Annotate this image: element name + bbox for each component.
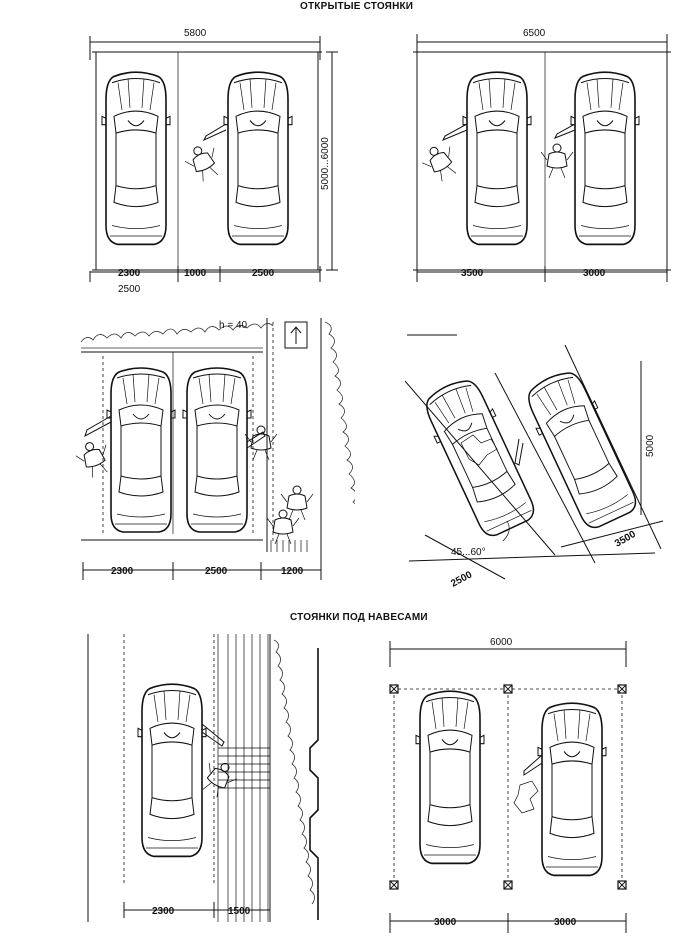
column-icon <box>617 880 627 890</box>
dim-right-width: 3000 <box>583 268 606 279</box>
dim-walk-width: 1200 <box>281 566 304 577</box>
angle-label: 45...60° <box>451 547 486 558</box>
column-icon <box>389 684 399 694</box>
dim-stall-depth: 3500 <box>613 529 638 550</box>
dim-walk-width: 1500 <box>228 906 251 917</box>
panel-covered-columns: 6000 3000 3000 <box>378 635 668 945</box>
dim-left-width: 3000 <box>434 917 457 928</box>
panel-open-wide-stalls: 6500 3500 3000 <box>405 20 680 290</box>
dim-left-width-alt: 2500 <box>118 284 141 295</box>
hedge-icon <box>80 323 274 349</box>
column-icon <box>503 880 513 890</box>
hedge-icon <box>273 639 315 905</box>
car-topview-icon <box>537 702 607 877</box>
column-icon <box>503 684 513 694</box>
dim-stall-width: 2500 <box>449 569 474 589</box>
person-icon <box>195 755 242 802</box>
person-icon <box>513 780 539 814</box>
car-topview-icon <box>518 363 645 535</box>
dim-right-width: 2500 <box>252 268 275 279</box>
car-topview-icon <box>223 71 293 246</box>
dim-width-total: 5800 <box>184 28 207 39</box>
car-topview-icon <box>101 71 171 246</box>
car-topview-icon <box>182 367 252 533</box>
person-icon <box>72 436 116 481</box>
person-icon <box>460 434 498 466</box>
dim-width-total: 6500 <box>523 28 546 39</box>
hedge-icon <box>324 321 359 517</box>
car-topview-icon <box>415 690 485 865</box>
dim-width-total: 6000 <box>490 637 513 648</box>
dim-right-width: 3000 <box>554 917 577 928</box>
person-icon <box>181 140 226 186</box>
person-icon <box>540 143 574 179</box>
column-icon <box>617 684 627 694</box>
dim-depth: 5000...6000 <box>320 137 331 190</box>
dim-left-width: 2300 <box>118 268 141 279</box>
dim-depth: 5000 <box>645 434 656 457</box>
heading-open-parking: ОТКРЫТЫЕ СТОЯНКИ <box>300 1 414 12</box>
panel-open-two-stalls: 5800 5000...6000 2300 1000 2500 2500 <box>80 20 350 305</box>
person-icon <box>280 485 314 521</box>
panel-sidewalk-parking: h = 40 2300 2500 1200 <box>72 312 359 587</box>
car-topview-icon <box>570 71 640 246</box>
panel-covered-single: 2300 1500 <box>78 620 338 945</box>
car-topview-icon <box>462 71 532 246</box>
dim-gap-width: 1000 <box>184 268 207 279</box>
dim-stall-width: 2300 <box>152 906 175 917</box>
car-topview-icon <box>137 683 207 858</box>
arrow-up-icon <box>290 326 302 344</box>
panel-angled-parking: 5000 45...60° 2500 3500 <box>395 325 680 600</box>
person-icon <box>266 509 300 545</box>
car-topview-icon <box>106 367 176 533</box>
dim-left-width: 3500 <box>461 268 484 279</box>
person-icon <box>244 425 278 461</box>
car-topview-icon <box>416 371 543 543</box>
dim-left-width: 2300 <box>111 566 134 577</box>
heading-covered-parking: СТОЯНКИ ПОД НАВЕСАМИ <box>290 612 428 623</box>
dim-mid-width: 2500 <box>205 566 228 577</box>
curb-height-label: h = 40 <box>219 320 248 331</box>
person-icon <box>417 139 464 186</box>
column-icon <box>389 880 399 890</box>
